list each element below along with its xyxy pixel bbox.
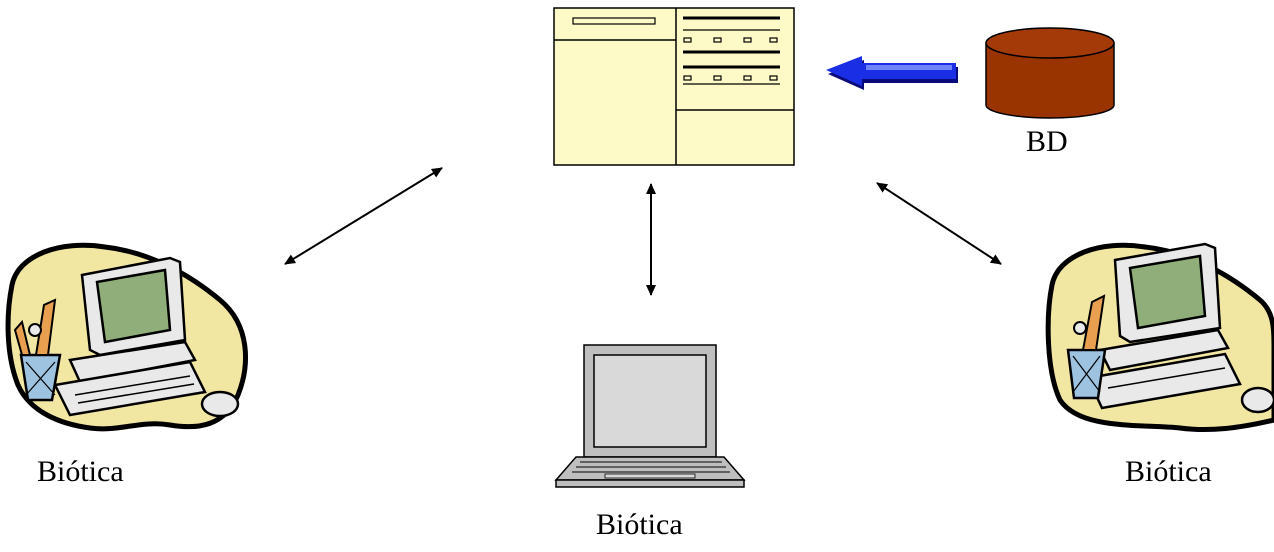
right-client-label: Biótica <box>1125 455 1212 488</box>
database-icon <box>985 27 1115 119</box>
left-client-label: Biótica <box>37 455 124 488</box>
center-client-label: Biótica <box>596 508 683 541</box>
database-label: BD <box>1026 125 1068 158</box>
data-flow-arrow-icon <box>826 56 958 90</box>
server-window-icon <box>553 7 795 166</box>
laptop-icon <box>554 344 746 488</box>
connection-arrow-left <box>284 167 443 265</box>
desktop-computer-right-icon <box>1045 242 1274 433</box>
desktop-computer-left-icon <box>5 242 248 432</box>
connection-arrow-right <box>876 182 1002 265</box>
